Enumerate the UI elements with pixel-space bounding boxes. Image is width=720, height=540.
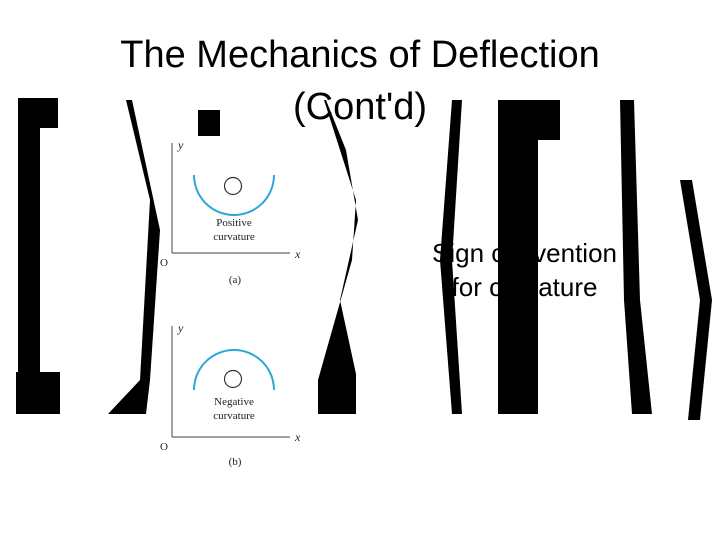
glyph-artifact-4 bbox=[198, 110, 220, 136]
panel-b-tag: (b) bbox=[229, 456, 242, 468]
panel-b-x-label: x bbox=[294, 430, 301, 444]
panel-b-origin-label: O bbox=[160, 441, 168, 453]
positive-curvature-arc bbox=[193, 174, 275, 216]
panel-b-label-line1: Negative bbox=[214, 396, 254, 408]
panel-a-y-label: y bbox=[177, 138, 184, 152]
glyph-artifact-6 bbox=[498, 100, 538, 414]
panel-b-center-circle bbox=[223, 369, 243, 389]
panel-b-label-line2: curvature bbox=[213, 410, 255, 422]
glyph-artifact-5 bbox=[308, 100, 358, 414]
glyph-artifact-2 bbox=[16, 372, 60, 414]
panel-b-y-label: y bbox=[177, 321, 184, 335]
panel-a-x-label: x bbox=[294, 247, 301, 261]
panel-a-origin-label: O bbox=[160, 257, 168, 269]
caption-line2: for curvature bbox=[451, 272, 598, 302]
slide-title-line1: The Mechanics of Deflection bbox=[120, 34, 600, 76]
panel-b: y x O Negative curvature (b) bbox=[160, 321, 301, 468]
glyph-artifact-1 bbox=[18, 98, 58, 400]
glyph-artifact-10 bbox=[680, 180, 712, 420]
glyph-artifact-3 bbox=[108, 100, 160, 414]
curvature-figure: y x O Positive curvature (a) y x O Negat… bbox=[160, 138, 301, 468]
panel-a-label-line1: Positive bbox=[216, 217, 252, 229]
slide-title-line2: (Cont'd) bbox=[293, 86, 427, 128]
negative-curvature-arc bbox=[193, 349, 275, 391]
panel-a-tag: (a) bbox=[229, 274, 242, 286]
glyph-artifact-8 bbox=[440, 100, 462, 414]
caption-line1: Sign convention bbox=[431, 238, 618, 268]
glyph-artifact-7 bbox=[536, 100, 560, 140]
panel-a: y x O Positive curvature (a) bbox=[160, 138, 301, 286]
panel-a-label-line2: curvature bbox=[213, 231, 255, 243]
glyph-artifact-9 bbox=[620, 100, 652, 414]
panel-a-center-circle bbox=[223, 176, 243, 196]
